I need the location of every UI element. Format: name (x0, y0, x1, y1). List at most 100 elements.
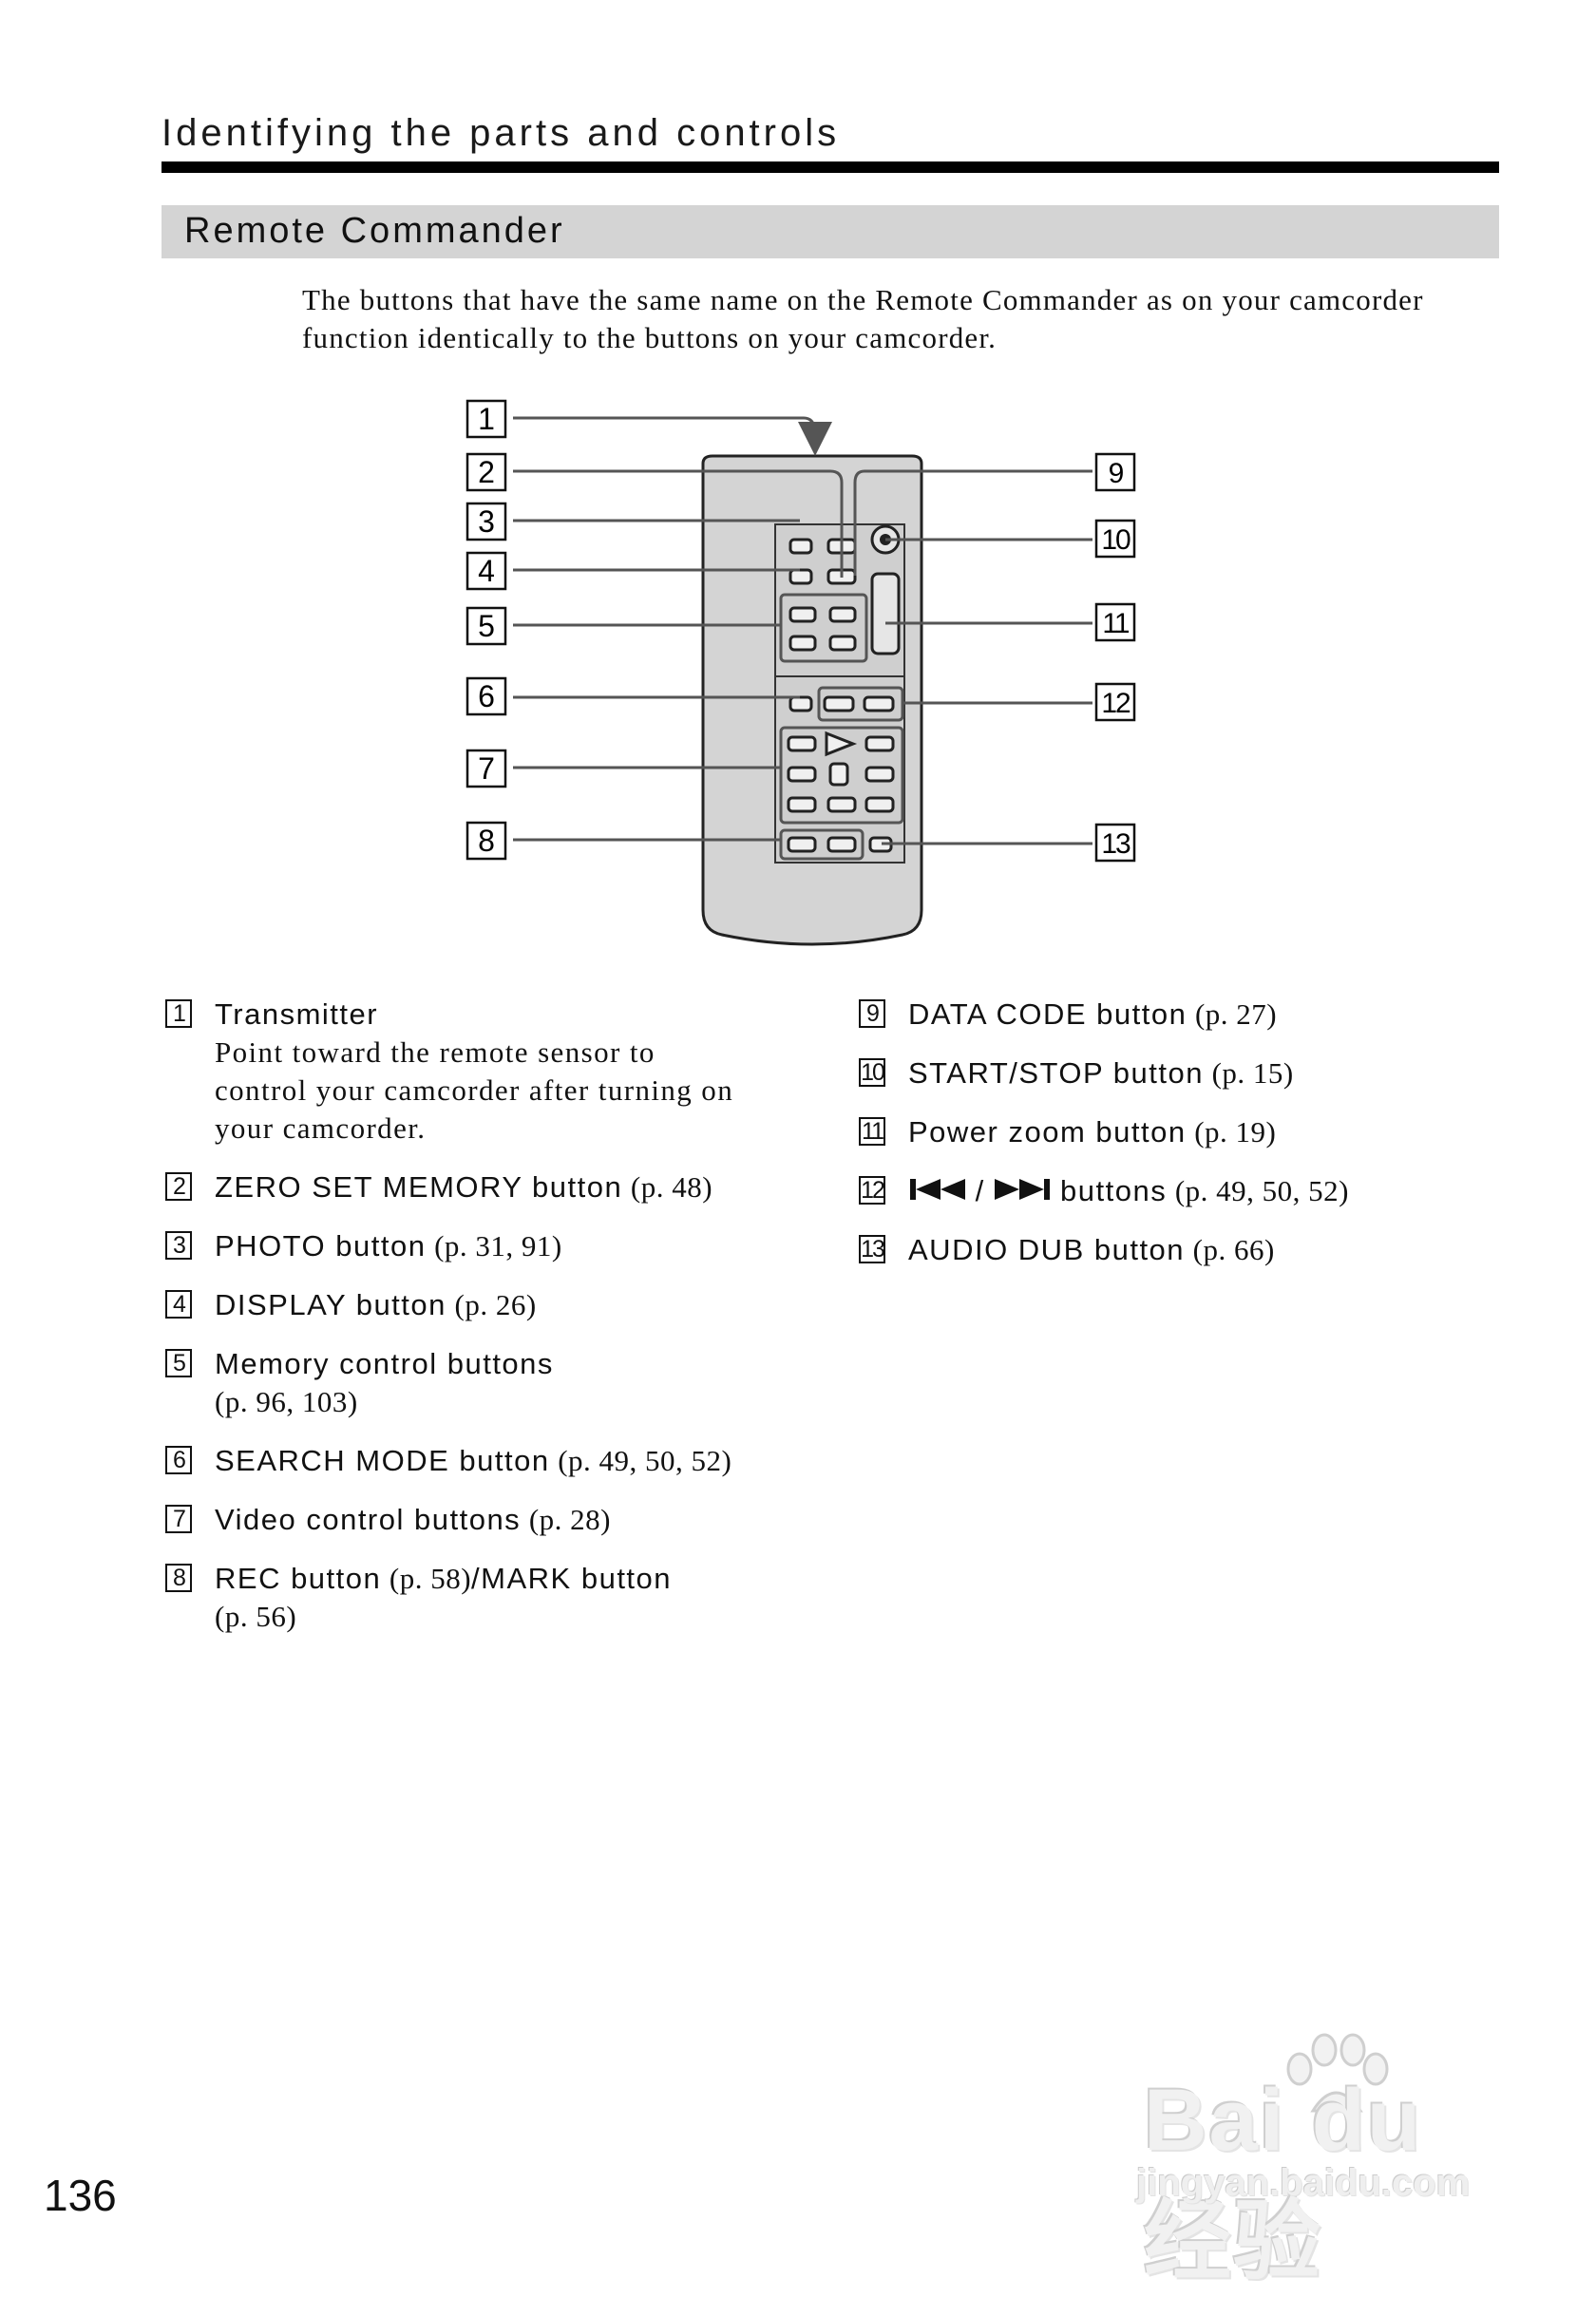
watermark-url: jingyan.baidu.com (1136, 2162, 1471, 2204)
skip-back-button[interactable] (823, 695, 855, 712)
legend-number: 10 (859, 1058, 885, 1087)
callout-2: 2 (478, 455, 495, 489)
legend-number: 4 (165, 1290, 192, 1319)
skip-back-icon (910, 1179, 965, 1200)
legend-page-ref: (p. 48) (630, 1170, 713, 1204)
legend-label: START/STOP button (908, 1056, 1204, 1090)
intro-paragraph: The buttons that have the same name on t… (302, 281, 1501, 357)
mark-button[interactable] (826, 836, 857, 853)
callout-11: 11 (1102, 608, 1129, 639)
legend-item-rec-mark: 8 REC button (p. 58)/MARK button (p. 56) (162, 1560, 846, 1636)
legend-left: 1 Transmitter Point toward the remote se… (162, 996, 846, 1657)
search-mode-button[interactable] (788, 695, 813, 712)
legend-item-data-code: 9 DATA CODE button (p. 27) (855, 996, 1520, 1034)
legend-label: Memory control buttons (215, 1347, 554, 1380)
intro-line-1: The buttons that have the same name on t… (302, 283, 1424, 316)
callout-10: 10 (1101, 524, 1130, 556)
legend-number: 11 (859, 1117, 885, 1146)
legend-item-audio-dub: 13 AUDIO DUB button (p. 66) (855, 1231, 1520, 1269)
legend-item-skip: 12 / buttons (p. 49, 50, 52) (855, 1172, 1520, 1210)
legend-item-display: 4 DISPLAY button (p. 26) (162, 1286, 846, 1324)
callout-8: 8 (478, 824, 495, 858)
callout-12: 12 (1101, 688, 1130, 719)
legend-number: 2 (165, 1172, 192, 1201)
callout-13: 13 (1101, 828, 1130, 860)
rec-button[interactable] (787, 836, 817, 853)
legend-number: 13 (859, 1235, 885, 1263)
legend-label: DATA CODE button (908, 997, 1188, 1031)
intro-line-2: function identically to the buttons on y… (302, 321, 998, 354)
legend-page-ref: (p. 96, 103) (215, 1385, 358, 1418)
legend-label: buttons (1060, 1174, 1168, 1207)
legend-label: Transmitter (215, 997, 379, 1031)
callout-1: 1 (478, 402, 495, 436)
legend-label: DISPLAY button (215, 1288, 446, 1321)
legend-item-transmitter: 1 Transmitter Point toward the remote se… (162, 996, 846, 1148)
legend-number: 6 (165, 1446, 192, 1474)
power-zoom-rocker[interactable] (870, 572, 901, 655)
legend-page-ref: (p. 58) (389, 1562, 472, 1595)
legend-number: 8 (165, 1564, 192, 1592)
video-control-buttons[interactable] (787, 731, 895, 813)
legend-number: 3 (165, 1231, 192, 1260)
legend-page-ref: (p. 31, 91) (434, 1229, 562, 1262)
legend-item-start-stop: 10 START/STOP button (p. 15) (855, 1054, 1520, 1092)
legend-desc-line: control your camcorder after turning on (215, 1073, 734, 1107)
legend-item-search-mode: 6 SEARCH MODE button (p. 49, 50, 52) (162, 1442, 846, 1480)
callout-3: 3 (478, 504, 495, 539)
legend-number: 12 (859, 1176, 885, 1205)
callout-4: 4 (478, 554, 495, 588)
section-title: Identifying the parts and controls (162, 112, 841, 154)
remote-commander-diagram: 1 2 3 4 5 6 7 8 9 10 11 12 13 (466, 399, 1136, 946)
legend-number: 1 (165, 999, 192, 1028)
legend-number: 9 (859, 999, 885, 1028)
legend-item-zero-set-memory: 2 ZERO SET MEMORY button (p. 48) (162, 1168, 846, 1206)
legend-label: Video control buttons (215, 1503, 522, 1536)
skip-forward-button[interactable] (863, 695, 895, 712)
legend-item-video-control: 7 Video control buttons (p. 28) (162, 1501, 846, 1539)
legend-page-ref-secondary: (p. 56) (215, 1600, 297, 1633)
display-button[interactable] (788, 568, 813, 585)
rec-mark-group (779, 828, 864, 861)
paw-logo-icon (1286, 2033, 1389, 2113)
memory-control-buttons[interactable] (788, 606, 857, 652)
legend-label: REC button (215, 1562, 382, 1595)
stop-button (828, 762, 849, 787)
legend-page-ref: (p. 15) (1211, 1056, 1294, 1090)
legend-desc-line: Point toward the remote sensor to (215, 1035, 656, 1069)
baidu-watermark: Bai du 经验 jingyan.baidu.com (1136, 2033, 1535, 2290)
legend-label: ZERO SET MEMORY button (215, 1170, 623, 1204)
legend-page-ref: (p. 26) (454, 1288, 537, 1321)
legend-label: AUDIO DUB button (908, 1233, 1186, 1266)
legend-desc-line: your camcorder. (215, 1111, 427, 1145)
callout-6: 6 (478, 679, 495, 713)
subsection-title: Remote Commander (184, 211, 565, 251)
legend-right: 9 DATA CODE button (p. 27) 10 START/STOP… (855, 996, 1520, 1290)
legend-page-ref: (p. 19) (1194, 1115, 1277, 1148)
video-control-group (779, 726, 904, 825)
callout-5: 5 (478, 609, 495, 643)
legend-page-ref: (p. 49, 50, 52) (558, 1444, 732, 1477)
subsection-bar: Remote Commander (162, 205, 1499, 258)
legend-page-ref: (p. 66) (1192, 1233, 1275, 1266)
page-number: 136 (44, 2171, 117, 2220)
legend-page-ref: (p. 28) (528, 1503, 611, 1536)
legend-label: PHOTO button (215, 1229, 427, 1262)
legend-label: SEARCH MODE button (215, 1444, 550, 1477)
legend-page-ref: (p. 27) (1194, 997, 1278, 1031)
legend-page-ref: (p. 49, 50, 52) (1174, 1174, 1349, 1207)
legend-label: Power zoom button (908, 1115, 1187, 1148)
legend-number: 7 (165, 1505, 192, 1533)
photo-button[interactable] (788, 538, 813, 555)
header-rule (162, 161, 1499, 173)
legend-label-secondary: /MARK button (471, 1562, 673, 1595)
legend-item-photo: 3 PHOTO button (p. 31, 91) (162, 1227, 846, 1265)
legend-item-memory-control: 5 Memory control buttons (p. 96, 103) (162, 1345, 846, 1421)
callout-9: 9 (1109, 458, 1124, 489)
play-icon (825, 731, 858, 757)
legend-label-separator: / (975, 1174, 985, 1207)
callout-7: 7 (478, 751, 495, 786)
skip-forward-icon (995, 1179, 1051, 1200)
legend-item-power-zoom: 11 Power zoom button (p. 19) (855, 1113, 1520, 1151)
memory-control-group (779, 593, 868, 663)
